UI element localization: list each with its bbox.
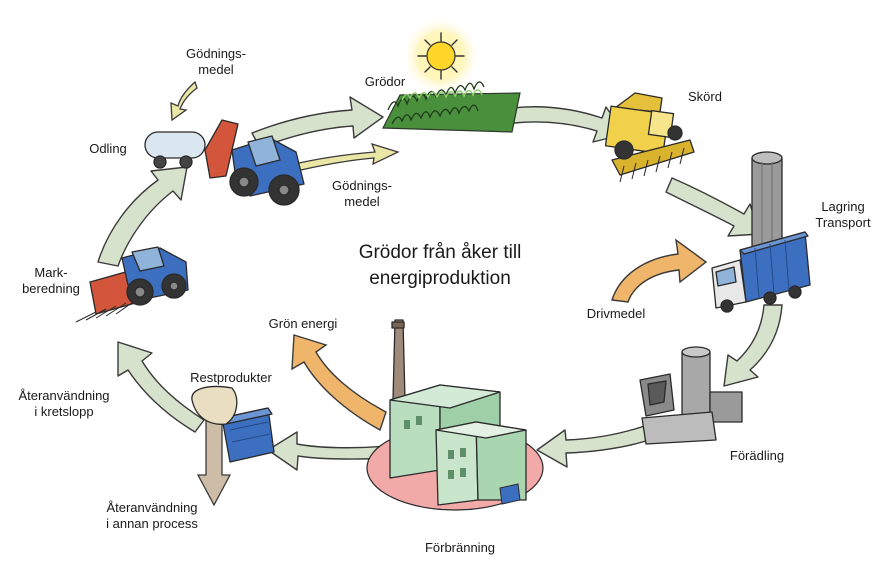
sun-icon <box>401 16 481 96</box>
label-drivmedel: Drivmedel <box>586 306 646 321</box>
crop-field-icon <box>382 81 521 133</box>
arrow-ateranvandning-annan <box>196 419 232 507</box>
label-forbranning: Förbränning <box>424 540 496 555</box>
arrow-foradling-to-forbranning <box>536 421 663 468</box>
silo-icon <box>751 151 783 249</box>
label-skord: Skörd <box>688 89 722 104</box>
arrow-drivmedel <box>611 238 708 303</box>
fertilizer-bag-icon <box>191 385 238 425</box>
arrow-restprodukter-to-markberedning <box>117 341 205 433</box>
arrow-godningsmedel-to-field <box>289 142 400 173</box>
title-line-1: Grödor från åker till <box>358 242 522 263</box>
label-godningsmedel-mid: Gödnings- medel <box>332 178 392 209</box>
arrow-lagring-to-foradling <box>723 304 783 387</box>
arrow-odling-to-grodor <box>251 96 384 149</box>
title-line-2: energiproduktion <box>369 268 511 289</box>
power-plant-icon <box>366 319 544 511</box>
processing-plant-icon <box>639 346 743 445</box>
label-lagring-transport: Lagring Transport <box>815 199 871 230</box>
arrow-skord-to-lagring <box>665 177 761 237</box>
label-grodor: Grödor <box>364 74 406 89</box>
label-odling: Odling <box>89 141 127 156</box>
label-gron-energi: Grön energi <box>268 316 338 331</box>
label-foradling: Förädling <box>729 448 785 463</box>
diagram-title: Grödor från åker till energiproduktion <box>330 240 550 292</box>
label-ateranvandning-annan: Återanvändning i annan process <box>106 500 198 531</box>
label-restprodukter: Restprodukter <box>190 370 272 385</box>
arrow-forbranning-to-restprodukter <box>267 431 391 471</box>
label-ateranvandning-kretslopp: Återanvändning i kretslopp <box>18 388 110 419</box>
label-markberedning: Mark- beredning <box>22 265 80 296</box>
label-godningsmedel-top: Gödnings- medel <box>186 46 246 77</box>
tractor-tank-icon <box>144 119 305 206</box>
combine-harvester-icon <box>604 92 695 183</box>
truck-icon <box>711 231 811 313</box>
arrow-godningsmedel-in <box>170 80 198 122</box>
tractor-harrow-icon <box>75 246 189 323</box>
arrow-gron-energi <box>291 334 387 432</box>
